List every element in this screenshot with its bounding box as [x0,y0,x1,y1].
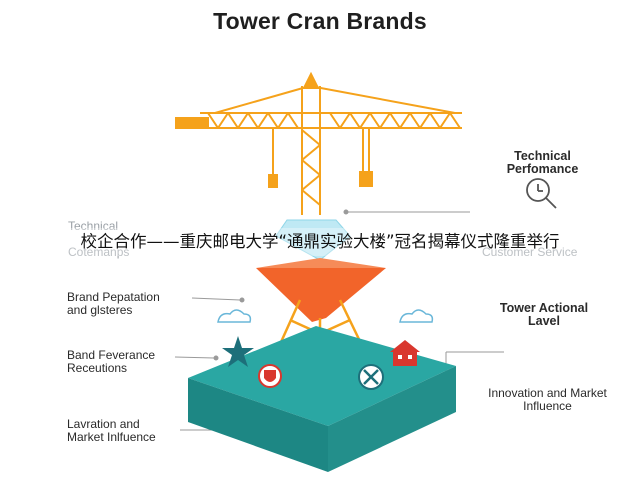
orange-cone [256,258,386,322]
label-brand-relevance: Band Feverance Receutions [67,348,156,375]
house-icon [390,340,420,366]
clock-search-icon [526,178,557,209]
crane-hooks [268,128,373,188]
tools-icon [358,364,384,390]
label-technical-faded: Technical [68,219,119,233]
label-coteman-faded: Cotemanps [68,245,130,259]
label-lavration: Lavration and Market Inlfuence [67,417,156,444]
label-technical-performance: Technical Perfomance [506,149,579,176]
label-tower-actional: Tower Actional Lavel [499,301,589,328]
overlay-caption: 校企合作——重庆邮电大学“通鼎实验大楼”冠名揭幕仪式隆重举行 [0,228,640,256]
diagram-title: Tower Cran Brands [213,8,427,34]
label-customer-service: Customer Service [482,245,578,259]
cyan-prism [275,219,351,261]
shield-icon [258,364,282,388]
crane-jib [175,85,462,129]
cloud-icon [217,309,252,323]
label-innovation: Innovation and Market Influence [488,386,607,413]
star-icon [222,336,254,367]
crane-mast [301,71,321,215]
teal-platform [188,326,456,472]
cloud-icon-right [399,309,434,323]
label-brand-reputation: Brand Pepatation and glsteres [67,290,160,317]
